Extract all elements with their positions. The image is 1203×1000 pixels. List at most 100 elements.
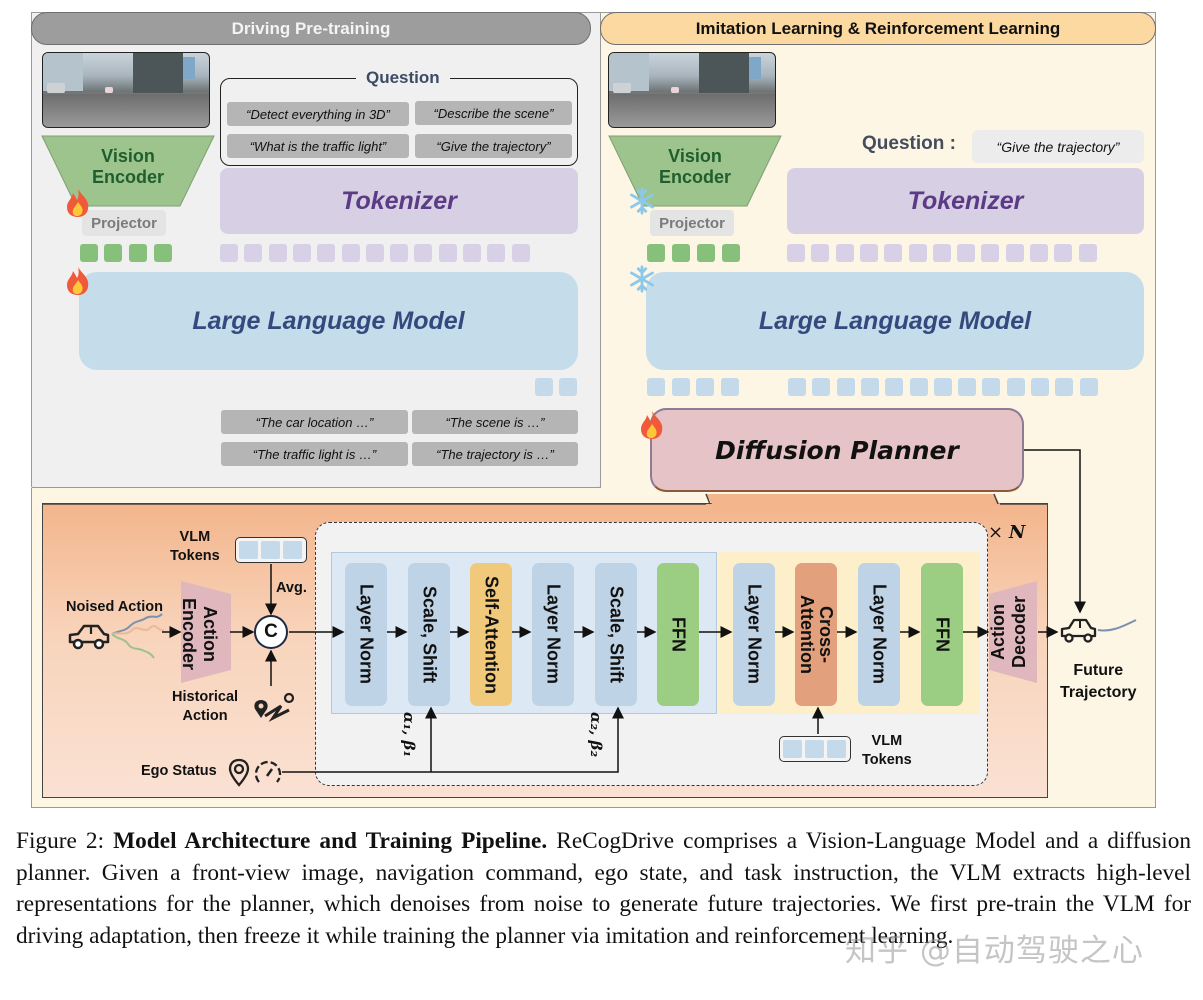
token xyxy=(341,244,360,262)
token xyxy=(487,244,506,262)
token xyxy=(438,244,457,262)
token xyxy=(647,378,665,396)
noisy-trajectories-icon xyxy=(111,613,165,659)
action-encoder-label: Action Encoder xyxy=(179,597,220,671)
snowflake-icon xyxy=(630,265,654,293)
token xyxy=(268,244,287,262)
question-label: Question : xyxy=(862,133,956,154)
avg-label: Avg. xyxy=(276,580,307,596)
repeat-n-label: × N xyxy=(988,522,1026,543)
token xyxy=(414,244,433,262)
token xyxy=(511,244,530,262)
fire-icon xyxy=(67,267,89,295)
concat-node: C xyxy=(254,615,288,649)
alpha2-beta2-label: α₂, β₂ xyxy=(587,712,605,758)
token xyxy=(1055,378,1074,396)
question-title: Question xyxy=(356,68,450,88)
token xyxy=(982,378,1001,396)
token xyxy=(244,244,263,262)
layer-norm-4: Layer Norm xyxy=(858,563,900,706)
large-language-model: Large Language Model xyxy=(79,272,578,370)
scale-shift-2: Scale, Shift xyxy=(595,563,637,706)
token xyxy=(696,378,714,396)
il-rl-header: Imitation Learning & Reinforcement Learn… xyxy=(600,12,1156,45)
large-language-model: Large Language Model xyxy=(646,272,1144,370)
layer-norm-3: Layer Norm xyxy=(733,563,775,706)
location-pin-icon xyxy=(228,758,250,787)
token xyxy=(1079,378,1098,396)
scale-shift-1: Scale, Shift xyxy=(408,563,450,706)
historical-action-label: Historical Action xyxy=(172,689,239,724)
vlm-tokens-label: VLM Tokens xyxy=(170,529,220,564)
vlm-tokens xyxy=(235,537,307,563)
token xyxy=(787,244,805,262)
fire-icon xyxy=(641,411,663,439)
token xyxy=(909,378,928,396)
question-chip: “Detect everything in 3D” xyxy=(227,102,409,126)
token xyxy=(1054,244,1073,262)
token xyxy=(720,378,739,396)
token xyxy=(932,244,951,262)
token xyxy=(885,378,904,396)
token xyxy=(292,244,311,262)
token xyxy=(463,244,481,262)
token xyxy=(317,244,336,262)
ffn-1: FFN xyxy=(657,563,699,706)
noised-action-label: Noised Action xyxy=(66,599,163,615)
cross-attention: Cross- Attention xyxy=(795,563,837,706)
alpha1-beta1-label: α₁, β₁ xyxy=(400,712,418,758)
car-icon xyxy=(1060,618,1137,643)
projector: Projector xyxy=(650,210,734,236)
question-chip: “What is the traffic light” xyxy=(227,134,409,158)
layer-norm-1: Layer Norm xyxy=(345,563,387,706)
figure-caption: Figure 2: Model Architecture and Trainin… xyxy=(16,826,1191,952)
token xyxy=(1078,244,1097,262)
caption-title: Model Architecture and Training Pipeline… xyxy=(113,828,548,854)
token xyxy=(1031,378,1049,396)
token xyxy=(390,244,409,262)
tokenizer: Tokenizer xyxy=(220,168,578,234)
token xyxy=(788,378,806,396)
answer-chip: “The scene is …” xyxy=(412,410,578,434)
snowflake-icon xyxy=(630,187,654,215)
vlm-tokens-label: VLM Tokens xyxy=(862,733,912,768)
token xyxy=(220,244,238,262)
question-chip: “Describe the scene” xyxy=(415,101,572,125)
fire-icon xyxy=(67,189,89,217)
caption-text: ReCogDrive comprises a Vision-Language M… xyxy=(16,828,1192,949)
token xyxy=(981,244,1000,262)
answer-chip: “The car location …” xyxy=(221,410,408,434)
token xyxy=(811,244,830,262)
token xyxy=(812,378,831,396)
action-decoder-label: Action Decoder xyxy=(988,595,1029,669)
question-chip: “Give the trajectory” xyxy=(972,130,1144,163)
tokenizer: Tokenizer xyxy=(787,168,1144,234)
ego-status-label: Ego Status xyxy=(141,763,217,779)
ffn-2: FFN xyxy=(921,563,963,706)
token xyxy=(859,244,878,262)
token xyxy=(1006,378,1025,396)
token xyxy=(671,378,690,396)
token xyxy=(1005,244,1024,262)
speedometer-icon xyxy=(254,760,282,783)
front-view-image xyxy=(42,52,210,128)
layer-norm-2: Layer Norm xyxy=(532,563,574,706)
token xyxy=(933,378,952,396)
front-view-image xyxy=(608,52,776,128)
question-chip: “Give the trajectory” xyxy=(415,134,572,158)
vision-encoder: Vision Encoder xyxy=(40,134,216,208)
vision-encoder: Vision Encoder xyxy=(607,134,783,208)
watermark: 知乎 @自动驾驶之心 xyxy=(845,933,1144,969)
answer-chip: “The trajectory is …” xyxy=(412,442,578,466)
token xyxy=(365,244,384,262)
route-icon xyxy=(254,692,295,722)
token xyxy=(836,378,855,396)
token xyxy=(957,244,976,262)
token xyxy=(1030,244,1048,262)
answer-chip: “The traffic light is …” xyxy=(221,442,408,466)
car-icon xyxy=(68,624,110,650)
token xyxy=(908,244,927,262)
pretraining-header: Driving Pre-training xyxy=(31,12,591,45)
token xyxy=(835,244,854,262)
vlm-tokens xyxy=(779,736,851,762)
